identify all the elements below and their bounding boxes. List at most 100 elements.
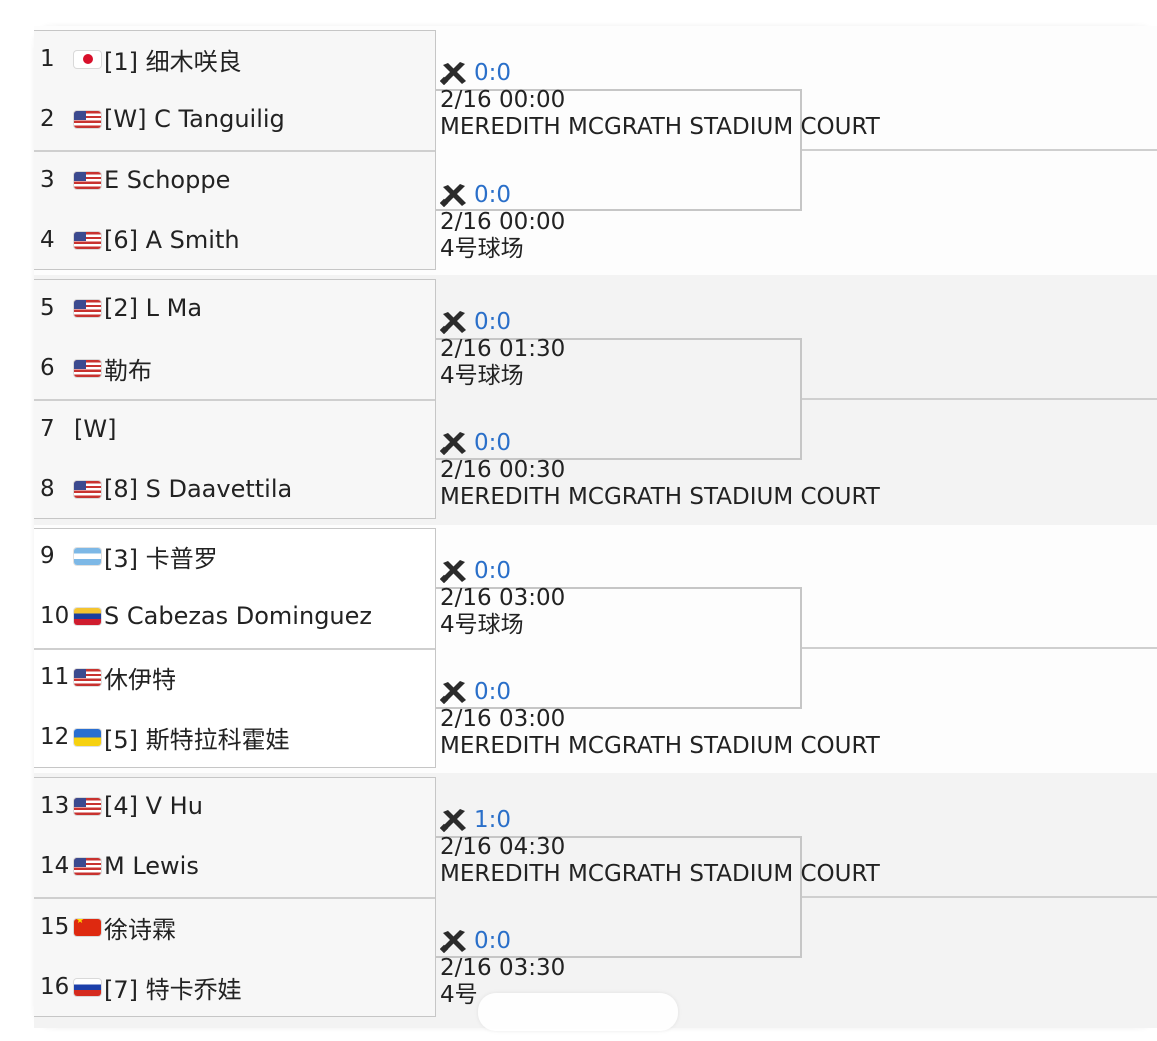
match-score-link[interactable]: 0:0 [474, 309, 512, 335]
draw-position: 12 [40, 724, 70, 750]
player-row-1[interactable]: 1[1] 细木咲良 [40, 44, 435, 76]
draw-position: 5 [40, 295, 55, 321]
player-name: [5] 斯特拉科霍娃 [104, 725, 290, 754]
match-court: MEREDITH MCGRATH STADIUM COURT [440, 861, 880, 887]
player-row-12[interactable]: 12 [5] 斯特拉科霍娃 [40, 722, 435, 754]
player-name: M Lewis [104, 852, 199, 880]
flag-ve-icon [74, 607, 101, 625]
flag-us-icon [74, 359, 101, 377]
draw-position: 7 [40, 416, 55, 442]
crossed-rackets-icon [439, 183, 468, 208]
match-time: 2/16 03:30 [440, 955, 566, 981]
match-time: 2/16 00:00 [440, 87, 566, 113]
match-score-link[interactable]: 0:0 [474, 182, 512, 208]
flag-ar-icon [74, 547, 101, 565]
player-row-9[interactable]: 9[3] 卡普罗 [40, 541, 435, 573]
crossed-rackets-icon [439, 310, 468, 335]
score-row: 0:0 [439, 59, 1157, 87]
player-row-8[interactable]: 8 [8] S Daavettila [40, 474, 435, 504]
row-divider [34, 897, 435, 899]
draw-position: 15 [40, 914, 70, 940]
connector-line-3 [802, 647, 1157, 649]
match-court: 4号球场 [440, 236, 524, 262]
draw-position: 1 [40, 46, 55, 72]
player-row-2[interactable]: 2 [W] C Tanguilig [40, 104, 435, 134]
player-block-4 [34, 777, 436, 1017]
player-row-7[interactable]: 7[W] [40, 414, 435, 444]
match-court: 4号球场 [440, 612, 524, 638]
crossed-rackets-icon [439, 431, 468, 456]
score-row: 0:0 [439, 557, 1157, 585]
draw-position: 6 [40, 355, 55, 381]
player-row-16[interactable]: 16[7] 特卡乔娃 [40, 972, 435, 1004]
match-score-link[interactable]: 0:0 [474, 679, 512, 705]
flag-cn-icon [74, 918, 101, 936]
player-row-5[interactable]: 5 [2] L Ma [40, 293, 435, 323]
draw-position: 9 [40, 543, 55, 569]
match-score-link[interactable]: 0:0 [474, 928, 512, 954]
score-row: 1:0 [439, 806, 1157, 834]
flag-us-icon [74, 857, 101, 875]
player-name: [6] A Smith [104, 226, 240, 254]
score-row: 0:0 [439, 927, 1157, 955]
flag-us-icon [74, 231, 101, 249]
match-score-link[interactable]: 0:0 [474, 558, 512, 584]
player-block-2 [34, 279, 436, 519]
player-name: [2] L Ma [104, 294, 203, 322]
player-row-3[interactable]: 3 E Schoppe [40, 165, 435, 195]
draw-position: 4 [40, 227, 55, 253]
draw-position: 16 [40, 974, 70, 1000]
score-row: 0:0 [439, 678, 1157, 706]
match-connector-4 [436, 836, 802, 958]
flag-us-icon [74, 668, 101, 686]
player-row-15[interactable]: 15 徐诗霖 [40, 912, 435, 944]
draw-position: 10 [40, 603, 70, 629]
draw-position: 3 [40, 167, 55, 193]
player-name: [W] C Tanguilig [104, 105, 285, 133]
draw-position: 8 [40, 476, 55, 502]
player-name: 勒布 [104, 356, 152, 385]
match-time: 2/16 00:00 [440, 209, 566, 235]
flag-ru-icon [74, 978, 101, 996]
crossed-rackets-icon [439, 61, 468, 86]
match-connector-2 [436, 338, 802, 460]
flag-jp-icon [74, 50, 101, 68]
match-time: 2/16 04:30 [440, 834, 566, 860]
player-row-14[interactable]: 14 M Lewis [40, 851, 435, 881]
player-row-6[interactable]: 6 勒布 [40, 353, 435, 385]
match-court: MEREDITH MCGRATH STADIUM COURT [440, 114, 880, 140]
flag-us-icon [74, 110, 101, 128]
flag-us-icon [74, 171, 101, 189]
player-name: [8] S Daavettila [104, 475, 293, 503]
player-block-3 [34, 528, 436, 768]
draw-position: 2 [40, 106, 55, 132]
player-row-13[interactable]: 13[4] V Hu [40, 791, 435, 821]
crossed-rackets-icon [439, 808, 468, 833]
player-name: 休伊特 [104, 665, 176, 694]
player-row-11[interactable]: 11 休伊特 [40, 662, 435, 694]
player-block-1 [34, 30, 436, 270]
crossed-rackets-icon [439, 929, 468, 954]
flag-ua-icon [74, 728, 101, 746]
score-row: 0:0 [439, 181, 1157, 209]
match-court: 4号球场 [440, 363, 524, 389]
player-row-10[interactable]: 10 S Cabezas Dominguez [40, 601, 435, 631]
match-score-link[interactable]: 0:0 [474, 60, 512, 86]
match-time: 2/16 03:00 [440, 585, 566, 611]
crossed-rackets-icon [439, 680, 468, 705]
match-score-link[interactable]: 0:0 [474, 430, 512, 456]
flag-us-icon [74, 797, 101, 815]
player-row-4[interactable]: 4 [6] A Smith [40, 225, 435, 255]
match-score-link[interactable]: 1:0 [474, 807, 512, 833]
flag-us-icon [74, 480, 101, 498]
crossed-rackets-icon [439, 559, 468, 584]
player-name: [4] V Hu [104, 792, 203, 820]
